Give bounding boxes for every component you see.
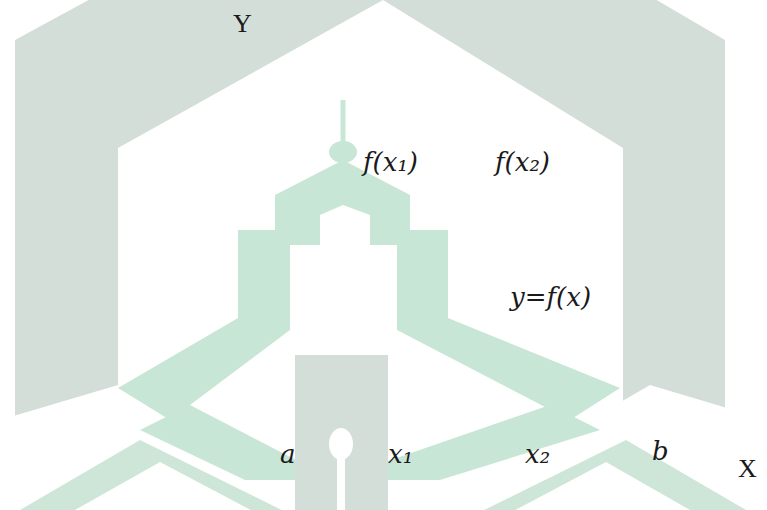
math-label: b [652,437,669,466]
math-label: X [738,455,757,484]
math-label: f(x₂) [495,148,550,177]
math-label: a [280,440,296,469]
math-label: x₁ [388,440,413,469]
math-label: x₂ [525,440,550,469]
math-label: y=f(x) [510,283,591,312]
math-label: Y [233,10,252,39]
math-label: f(x₁) [363,148,418,177]
